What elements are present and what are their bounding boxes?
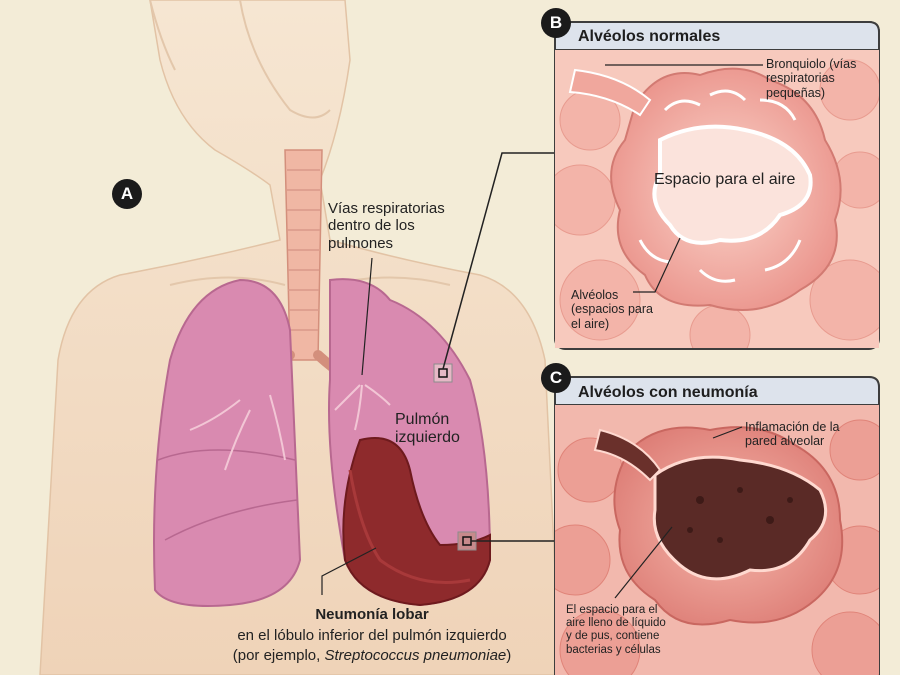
bronchiole-label: Bronquiolo (vías respiratorias pequeñas): [766, 57, 857, 100]
caption-line-2-prefix: (por ejemplo,: [232, 647, 325, 664]
caption-line-2-suffix: ): [506, 647, 512, 664]
panel-b-title: Alvéolos normales: [578, 28, 721, 45]
air-space-label: Espacio para el aire: [654, 171, 796, 188]
caption-line-2: (por ejemplo, Streptococcus pneumoniae): [182, 647, 562, 664]
left-lung: [328, 278, 492, 607]
badge-a: A: [112, 179, 142, 209]
badge-b: B: [541, 8, 571, 38]
caption-title: Neumonía lobar: [315, 606, 429, 623]
panel-b: [554, 21, 880, 350]
caption-organism: Streptococcus pneumoniae: [324, 647, 507, 664]
inflammation-label: Inflamación de la pared alveolar: [745, 420, 840, 449]
connector-b: [442, 152, 558, 370]
caption-line-1: en el lóbulo inferior del pulmón izquier…: [237, 627, 507, 644]
airways-label: Vías respiratorias dentro de los pulmone…: [328, 200, 445, 252]
fluid-filled-label: El espacio para el aire lleno de líquido…: [566, 604, 666, 656]
alveoli-label: Alvéolos (espacios para el aire): [571, 288, 653, 331]
left-lung-label: Pulmón izquierdo: [395, 411, 460, 447]
panel-c: [554, 376, 880, 675]
right-lung: [153, 278, 302, 607]
panel-c-title: Alvéolos con neumonía: [578, 384, 758, 401]
badge-c: C: [541, 363, 571, 393]
